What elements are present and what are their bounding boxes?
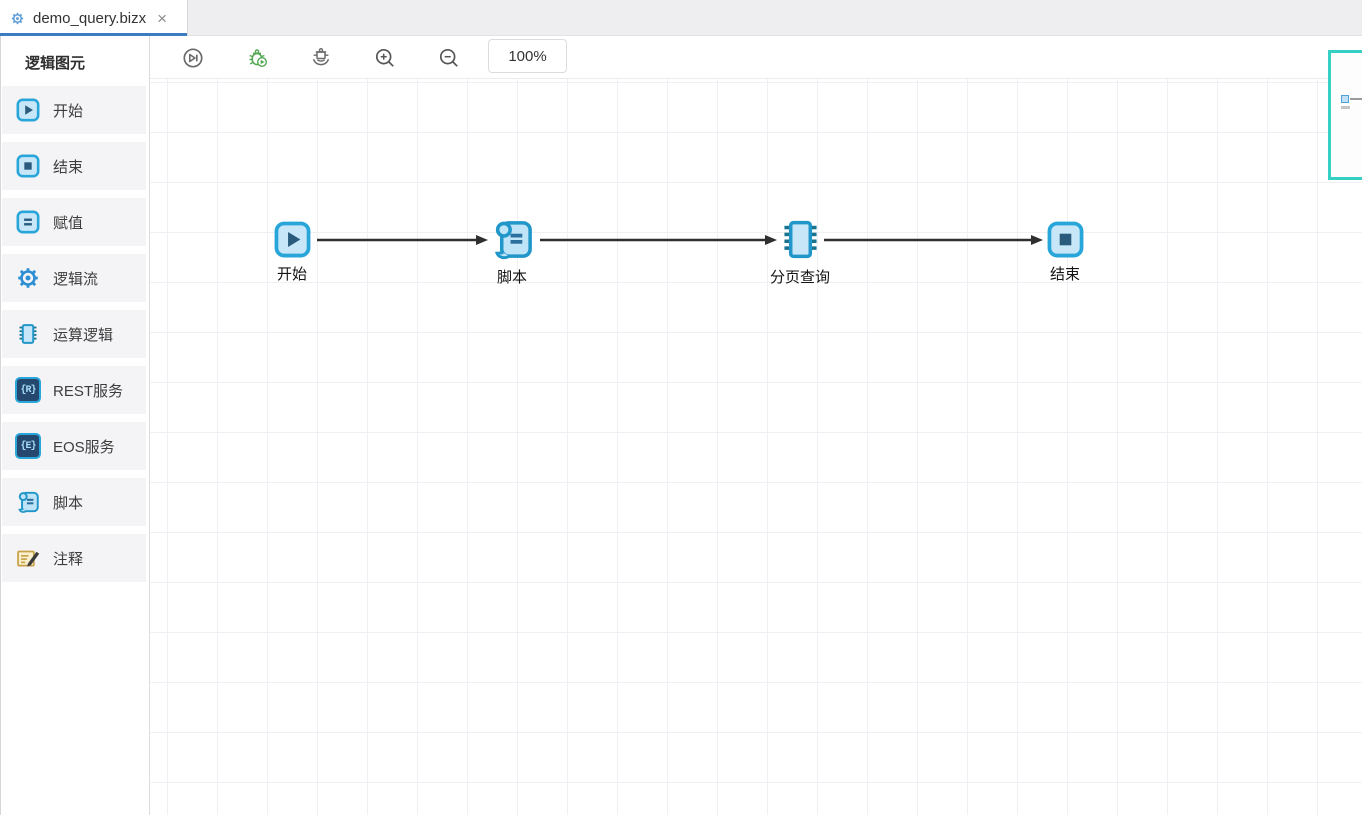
chip-icon	[15, 321, 41, 347]
minimap-edge	[1350, 98, 1362, 100]
sidebar-item-comment[interactable]: 注释	[2, 534, 146, 582]
sidebar-item-label: 运算逻辑	[53, 326, 114, 344]
debug-bug-play-icon	[249, 49, 268, 68]
zoom-in-icon	[375, 48, 394, 67]
tab-demo-query[interactable]: demo_query.bizx ×	[0, 0, 188, 36]
sidebar-item-start[interactable]: 开始	[2, 86, 146, 134]
flow-node-paged-query[interactable]: 分页查询	[740, 216, 860, 287]
sidebar-item-logic-flow[interactable]: 逻辑流	[2, 254, 146, 302]
gear-icon	[10, 11, 25, 26]
sidebar-item-eos-service[interactable]: {E} EOS服务	[2, 422, 146, 470]
sidebar-item-script[interactable]: 脚本	[2, 478, 146, 526]
flow-node-label: 分页查询	[769, 269, 830, 286]
flow-node-end[interactable]: 结束	[1005, 219, 1125, 284]
flow-canvas[interactable]: 开始 脚本 分页查询	[150, 79, 1362, 815]
palette-sidebar: 逻辑图元 开始 结束 赋值	[0, 36, 150, 815]
chip-node-icon	[777, 216, 824, 263]
sidebar-item-label: 结束	[53, 158, 84, 176]
start-node-icon	[272, 219, 313, 260]
script-node-icon	[489, 216, 536, 263]
flow-node-label: 开始	[276, 266, 307, 283]
sidebar-item-label: EOS服务	[53, 438, 115, 456]
assign-equals-icon	[15, 209, 41, 235]
sidebar-item-label: 逻辑流	[53, 270, 99, 288]
zoom-out-icon	[439, 48, 458, 67]
canvas-toolbar: 100%	[150, 36, 1362, 79]
zoom-out-button[interactable]	[437, 46, 461, 70]
flow-node-label: 脚本	[496, 269, 527, 286]
bug-on-hand-icon	[312, 47, 330, 66]
end-icon	[15, 153, 41, 179]
end-node-icon	[1045, 219, 1086, 260]
gear-icon	[15, 265, 41, 291]
flow-node-label: 结束	[1049, 266, 1080, 283]
flow-node-script[interactable]: 脚本	[452, 216, 572, 287]
sidebar-item-label: 赋值	[53, 214, 84, 232]
minimap-label	[1341, 106, 1350, 109]
comment-note-pencil-icon	[15, 545, 41, 571]
flow-edges	[317, 235, 1043, 245]
start-icon	[15, 97, 41, 123]
sidebar-item-operation-logic[interactable]: 运算逻辑	[2, 310, 146, 358]
sidebar-item-label: 脚本	[53, 494, 84, 512]
sidebar-item-rest-service[interactable]: {R} REST服务	[2, 366, 146, 414]
tab-title: demo_query.bizx	[33, 9, 147, 27]
tab-close-icon[interactable]: ×	[157, 8, 168, 28]
run-button[interactable]	[181, 46, 205, 70]
minimap-node	[1341, 95, 1349, 103]
run-circle-play-icon	[183, 48, 203, 68]
tab-bar: demo_query.bizx ×	[0, 0, 1362, 36]
sidebar-item-end[interactable]: 结束	[2, 142, 146, 190]
script-scroll-icon	[15, 489, 41, 515]
sidebar-item-assign[interactable]: 赋值	[2, 198, 146, 246]
debug-deploy-button[interactable]	[309, 46, 333, 70]
minimap[interactable]	[1328, 50, 1362, 180]
rest-service-icon: {R}	[15, 377, 41, 403]
sidebar-item-label: 开始	[53, 102, 84, 120]
debug-button[interactable]	[246, 46, 270, 70]
sidebar-item-label: 注释	[53, 550, 84, 568]
sidebar-item-label: REST服务	[53, 382, 124, 400]
zoom-level-button[interactable]: 100%	[488, 39, 567, 73]
flow-node-start[interactable]: 开始	[232, 219, 352, 284]
palette-header: 逻辑图元	[25, 55, 86, 72]
zoom-in-button[interactable]	[373, 46, 397, 70]
eos-service-icon: {E}	[15, 433, 41, 459]
